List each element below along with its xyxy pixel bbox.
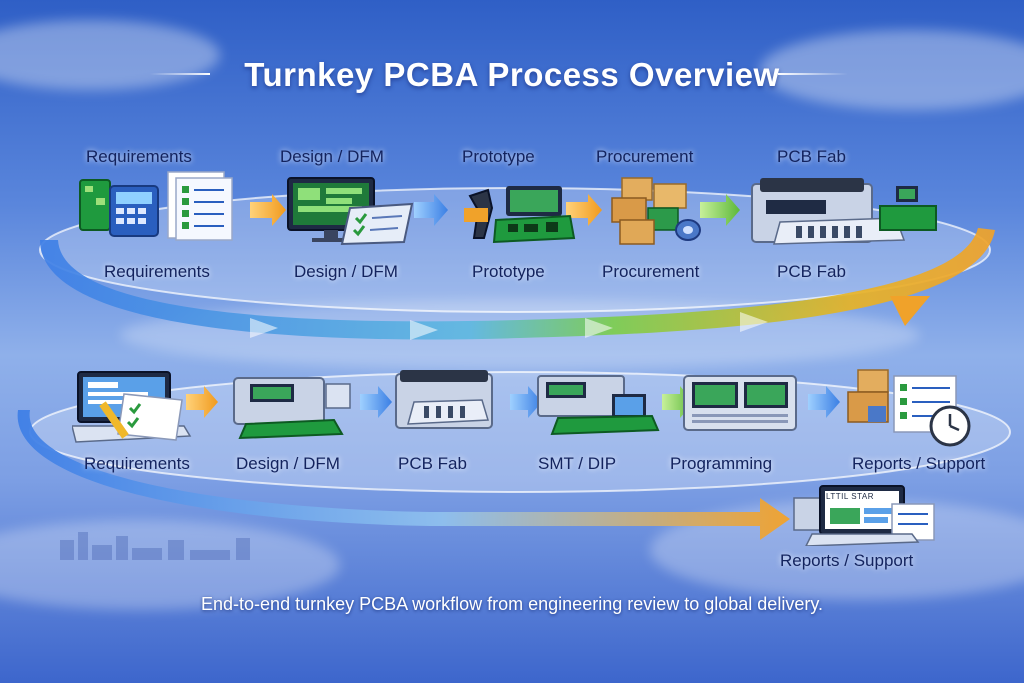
printer-machine-icon [537,375,660,436]
step-label: Programming [670,454,773,473]
step-label: PCB Fab [777,262,846,281]
laptop-icon [72,371,192,443]
printer-machine-icon [751,178,937,245]
step-label: Reports / Support [780,551,914,570]
laptop-icon [793,485,935,546]
screen-text: LTTIL STAR [826,492,874,501]
step-label: SMT / DIP [538,454,617,473]
step-label: Design / DFM [236,454,340,473]
step-label: Requirements [84,454,190,473]
step-label: Procurement [602,262,700,281]
boxes-icon [611,177,701,245]
step-label: Design / DFM [294,262,398,281]
step-label: Design / DFM [280,147,384,166]
title-divider-left [150,73,210,75]
step-label: Procurement [596,147,694,166]
step-label: PCB Fab [398,454,467,473]
printer-machine-icon [395,370,493,429]
documents-icon [79,171,233,241]
cloud [760,30,1024,110]
cloud [0,20,220,90]
step-label: Prototype [462,147,535,166]
step-label: Requirements [86,147,192,166]
step-label: PCB Fab [777,147,846,166]
printer-machine-icon [683,375,797,431]
step-label: Prototype [472,262,545,281]
caption: End-to-end turnkey PCBA workflow from en… [201,594,823,614]
cloud [0,520,340,610]
monitor-icon [287,177,414,246]
title-divider-right [778,73,848,75]
clock-icon [847,369,971,447]
step-label: Requirements [104,262,210,281]
step-label: Reports / Support [852,454,986,473]
printer-machine-icon [233,377,351,440]
scanner-icon [464,186,576,244]
page-title: Turnkey PCBA Process Overview [244,56,780,93]
